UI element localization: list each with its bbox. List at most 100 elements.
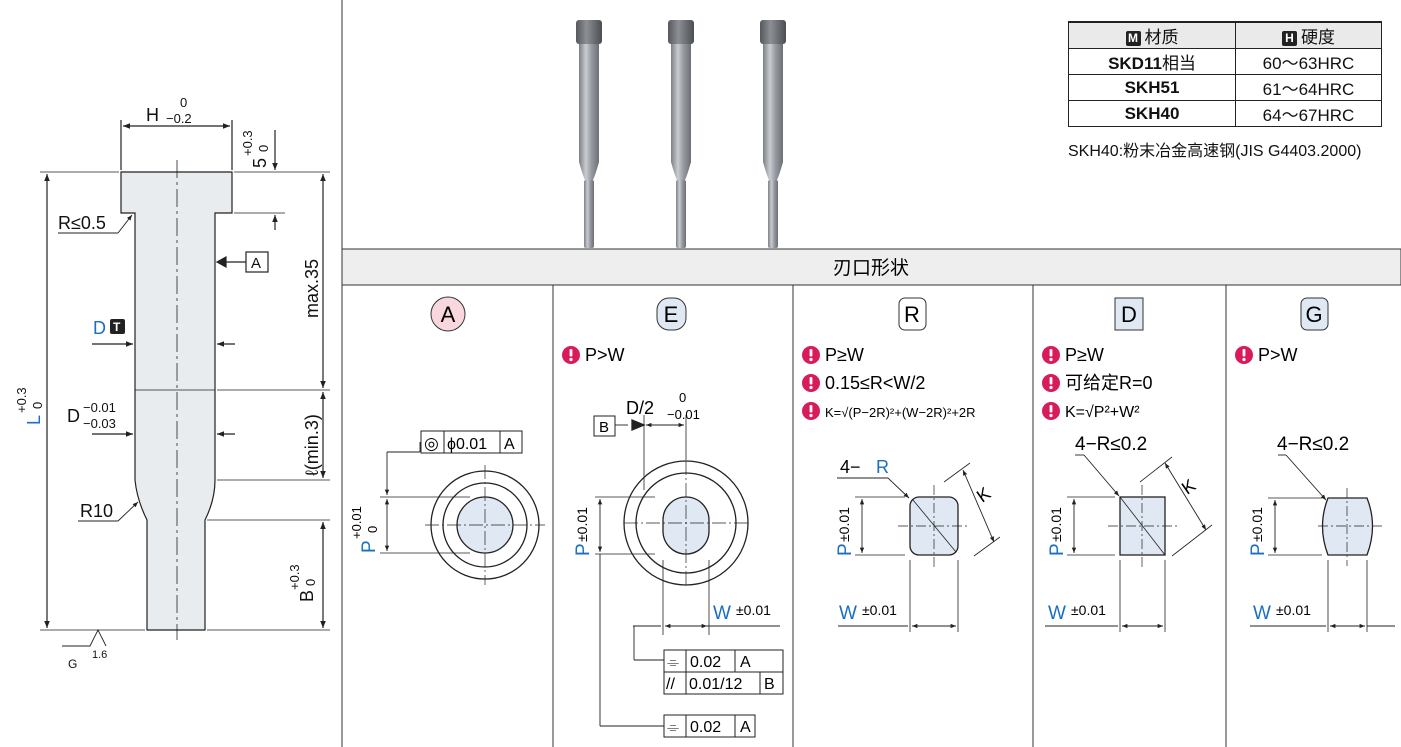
material-cell: SKD11相当: [1068, 48, 1236, 75]
table-row: SKH40 64～67HRC: [1068, 100, 1382, 127]
label-D: D: [93, 318, 106, 338]
shape-D-panel: D P≥W 可给定R=0 K=√P²+W² 4−R≤0.2 K: [1042, 297, 1213, 632]
shape-E-gd3-symbol: ⌯: [667, 719, 679, 736]
table-row: SKH51 61～64HRC: [1068, 74, 1382, 101]
datum-A-left: A: [251, 255, 261, 272]
shape-A-P-lower: 0: [365, 526, 380, 533]
shape-E-gd3-datum: A: [740, 719, 751, 736]
shape-R-P: P: [835, 543, 856, 556]
shape-E-P-tol: ±0.01: [574, 507, 590, 542]
shape-A-panel: A ◎ ϕ0.01 A P +0.01 0: [349, 296, 545, 585]
shape-E-gd3-value: 0.02: [690, 719, 721, 736]
shape-E-badge: [656, 297, 687, 331]
shape-D-W-tol: ±0.01: [1071, 602, 1106, 618]
shape-E-D2-lower: −0.01: [667, 407, 700, 422]
shape-E-cond1: P>W: [585, 345, 625, 365]
hardness-badge-icon: H: [1282, 31, 1297, 46]
material-cell: SKH40: [1068, 100, 1236, 127]
layout-frames: [341, 0, 1401, 747]
table-row: SKD11相当 60～63HRC: [1068, 48, 1382, 75]
shape-R-badge: [898, 297, 927, 331]
dim-L: L: [24, 415, 44, 425]
header-hardness: H 硬度: [1235, 21, 1382, 49]
dim-l-min: ℓ(min.3): [302, 414, 322, 476]
shape-E-panel: E P>W: [562, 297, 784, 738]
shape-D-fourR: 4−R≤0.2: [1075, 434, 1147, 455]
shape-A-gd-datum: A: [504, 436, 515, 453]
dim-5-lower: 0: [256, 145, 271, 152]
left-pin-labels: H 0 −0.2 5 +0.3 0 R≤0.5 A D T max.35 D −…: [14, 95, 322, 671]
material-badge-icon: M: [1125, 31, 1141, 46]
shape-G-cond1: P>W: [1258, 345, 1298, 365]
shape-G-P: P: [1248, 543, 1269, 556]
shape-A-gd-value: ϕ0.01: [447, 436, 487, 453]
shape-E-gd2-value: 0.01/12: [689, 676, 742, 693]
shape-E-P: P: [573, 543, 594, 556]
shape-A-P: P: [359, 540, 380, 553]
shape-A-badge: [430, 296, 466, 332]
shape-R-fourR-prefix: 4−: [840, 457, 861, 477]
label-R05: R≤0.5: [58, 213, 106, 233]
left-pin-drawing: [40, 120, 330, 647]
shape-D-badge: [1114, 297, 1144, 331]
dim-B: B: [297, 590, 317, 602]
dim-5-upper: +0.3: [240, 130, 255, 156]
label-D-tol: D: [67, 406, 80, 426]
roughness-value: 1.6: [92, 649, 107, 661]
header-material-label: 材质: [1144, 28, 1179, 47]
shape-R-K: K: [973, 483, 994, 506]
product-photo: [576, 20, 786, 248]
shape-E-datum-B: B: [599, 419, 609, 436]
label-R10: R10: [80, 501, 113, 521]
dim-5: 5: [250, 158, 270, 168]
material-suffix: 相当: [1161, 54, 1196, 73]
dim-max35: max.35: [302, 259, 322, 318]
shape-G-W-tol: ±0.01: [1276, 602, 1311, 618]
dim-B-upper: +0.3: [287, 564, 302, 590]
shape-R-W-tol: ±0.01: [862, 602, 897, 618]
material-cell: SKH51: [1068, 74, 1236, 101]
shape-E-gd2-datum: B: [764, 676, 775, 693]
section-header-edge-shapes: 刃口形状: [833, 257, 909, 279]
shape-R-letter: R: [904, 302, 920, 327]
shape-E-W: W: [713, 603, 731, 624]
shape-E-gd1-symbol: ⌯: [667, 654, 679, 671]
shape-D-P: P: [1047, 543, 1068, 556]
material-note: SKH40:粉末冶金高速钢(JIS G4403.2000): [1068, 143, 1362, 160]
dim-L-upper: +0.3: [14, 387, 29, 413]
material-name: SKH51: [1124, 77, 1180, 97]
material-name: SKH40: [1124, 103, 1180, 123]
dim-H-upper: 0: [180, 95, 187, 110]
hardness-cell: 60～63HRC: [1235, 48, 1382, 75]
dim-B-lower: 0: [303, 579, 318, 586]
D-badge-bg: [110, 319, 125, 334]
shape-E-gd1-value: 0.02: [690, 654, 721, 671]
shape-D-cond2: 可给定R=0: [1065, 373, 1153, 393]
roughness-G: G: [68, 657, 77, 671]
shape-E-W-tol: ±0.01: [736, 602, 771, 618]
shape-E-letter: E: [664, 302, 679, 327]
shape-E-D2: D/2: [626, 398, 654, 418]
hardness-cell: 64～67HRC: [1235, 100, 1382, 127]
shape-A-gd-symbol: ◎: [424, 434, 439, 453]
shape-D-K: K: [1178, 475, 1199, 498]
shape-D-letter: D: [1121, 302, 1137, 327]
shape-G-fourR: 4−R≤0.2: [1277, 434, 1349, 455]
shape-E-D2-upper: 0: [679, 390, 686, 405]
dim-H: H: [146, 105, 159, 125]
shape-D-cond1: P≥W: [1065, 345, 1104, 365]
shape-D-P-tol: ±0.01: [1048, 507, 1064, 542]
header-hardness-label: 硬度: [1301, 28, 1335, 47]
shape-A-letter: A: [441, 302, 456, 327]
shape-G-panel: G P>W 4−R≤0.2 P ±0.01 W ±0.01: [1235, 297, 1395, 632]
material-name: SKD11: [1108, 54, 1162, 73]
shape-E-gd1-datum: A: [740, 654, 751, 671]
dim-H-lower: −0.2: [166, 111, 192, 126]
shape-G-P-tol: ±0.01: [1249, 507, 1265, 542]
shape-D-cond3: K=√P²+W²: [1065, 404, 1140, 421]
shape-R-W: W: [839, 603, 857, 624]
shape-R-fourR-R: R: [876, 457, 889, 477]
